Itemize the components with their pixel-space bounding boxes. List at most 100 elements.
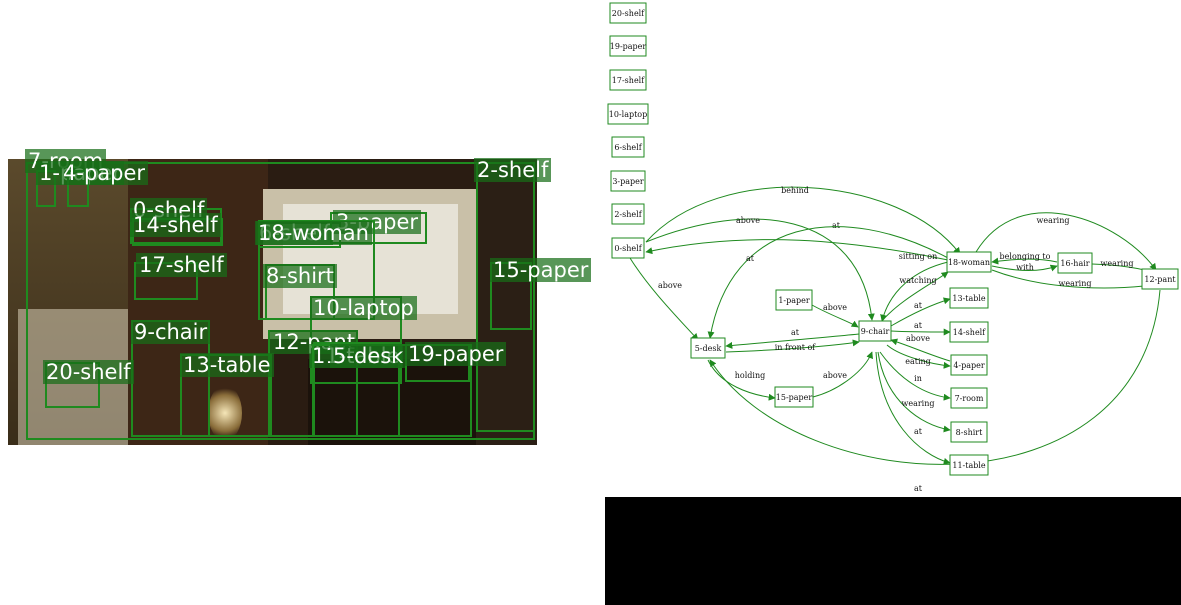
edge-18-woman-5-desk (707, 226, 949, 339)
node-label-18-woman: 18-woman (948, 258, 990, 267)
detection-label-13-table: 13-table (180, 353, 274, 377)
detection-label-9-chair: 9-chair (131, 320, 211, 344)
edge-label-4-paper-9-chair: above (906, 334, 930, 343)
node-8-shirt (950, 421, 988, 443)
edge-label-15-paper-9-chair: above (823, 371, 847, 380)
edge-18-woman-16-hair (991, 264, 1058, 272)
detection-label-2-shelf: 2-shelf (474, 158, 552, 182)
edge-15-paper-9-chair (812, 351, 873, 398)
edge-18-woman-0-shelf (645, 239, 949, 261)
node-label-1-paper: 1-paper (778, 296, 810, 305)
node-label-10-laptop: 10-laptop (609, 110, 647, 119)
node-label-5-desk: 5-desk (695, 344, 722, 353)
edge-label-1-paper-9-chair: above (823, 303, 847, 312)
edge-9-chair-14-shelf (890, 328, 951, 336)
edge-9-chair-5-desk (725, 333, 860, 349)
node-1-paper (775, 289, 813, 311)
node-15-paper (774, 386, 814, 408)
node-label-17-shelf: 17-shelf (612, 76, 645, 85)
edge-label-18-woman-5-desk: at (746, 254, 755, 263)
detection-label-8-shirt: 8-shirt (263, 264, 337, 288)
node-4-paper (950, 354, 988, 376)
edge-label-9-chair-4-paper: eating (905, 357, 931, 366)
node-5-desk (690, 337, 726, 359)
edge-label-5-desk-15-paper: holding (735, 371, 765, 380)
node-label-14-shelf: 14-shelf (953, 328, 986, 337)
edge-16-hair-18-woman (991, 257, 1058, 265)
node-9-chair (858, 320, 892, 342)
edge-4-paper-9-chair (890, 338, 951, 362)
node-12-pant (1141, 268, 1179, 290)
edge-0-shelf-9-chair (645, 218, 875, 321)
node-label-11-table: 11-table (952, 461, 986, 470)
edge-label-9-chair-18-woman: watching (899, 276, 936, 285)
lamp-glow (208, 385, 242, 441)
node-label-3-paper: 3-paper (612, 177, 644, 186)
edge-label-9-chair-13-table: at (914, 301, 923, 310)
detection-label-10-laptop: 10-laptop (310, 296, 417, 320)
edge-label-5-desk-9-chair: in front of (775, 343, 817, 352)
node-label-20-shelf: 20-shelf (612, 9, 645, 18)
edge-label-18-woman-12-pant: wearing (1036, 216, 1069, 225)
node-20-shelf (609, 2, 647, 24)
edge-5-desk-9-chair (725, 339, 860, 353)
node-label-9-chair: 9-chair (861, 327, 890, 336)
edge-0-shelf-18-woman (645, 186, 961, 255)
edge-label-9-chair-11-table: at (914, 427, 923, 436)
node-2-shelf (611, 203, 645, 225)
node-label-16-hair: 16-hair (1060, 259, 1089, 268)
detection-label-4-paper: 4-paper (60, 161, 149, 185)
edge-9-chair-18-woman (881, 271, 949, 322)
node-18-woman (946, 251, 992, 273)
edge-label-18-woman-12-pant: wearing (1058, 279, 1091, 288)
edge-label-0-shelf-9-chair: above (736, 216, 760, 225)
node-label-6-shelf: 6-shelf (614, 143, 642, 152)
edge-label-18-woman-0-shelf: at (832, 221, 841, 230)
node-14-shelf (949, 321, 989, 343)
node-0-shelf (611, 237, 645, 259)
edge-label-0-shelf-5-desk: above (658, 281, 682, 290)
node-label-7-room: 7-room (955, 394, 984, 403)
edge-9-chair-8-shirt (877, 351, 951, 433)
node-label-12-pant: 12-pant (1144, 275, 1176, 284)
edge-12-pant-5-desk (709, 289, 1161, 465)
node-label-19-paper: 19-paper (610, 42, 647, 51)
edge-label-9-chair-7-room: in (914, 374, 922, 383)
detection-label-17-shelf: 17-shelf (136, 253, 227, 277)
edge-label-16-hair-12-pant: wearing (1100, 259, 1133, 268)
edge-label-18-woman-9-chair: sitting on (899, 252, 937, 261)
node-label-4-paper: 4-paper (953, 361, 985, 370)
node-label-0-shelf: 0-shelf (614, 244, 642, 253)
edge-label-9-chair-5-desk: at (791, 328, 800, 337)
edge-label-0-shelf-18-woman: behind (781, 186, 809, 195)
node-3-paper (610, 170, 646, 192)
edge-9-chair-4-paper (886, 344, 951, 369)
detection-label-14-shelf: 14-shelf (130, 213, 221, 237)
detection-label-15-paper: 15-paper (490, 258, 592, 282)
edge-0-shelf-5-desk (629, 257, 699, 341)
edge-label-12-pant-5-desk: at (914, 484, 923, 493)
edge-9-chair-13-table (890, 297, 951, 327)
detection-label-5-desk: 5-desk (330, 344, 407, 368)
detection-label-20-shelf: 20-shelf (43, 360, 134, 384)
edge-label-18-woman-16-hair: with (1016, 263, 1034, 272)
node-11-table (949, 454, 989, 476)
node-10-laptop (607, 103, 649, 125)
edge-18-woman-12-pant (975, 212, 1157, 271)
node-13-table (949, 287, 989, 309)
edge-9-chair-7-room (879, 351, 951, 401)
desk-surface (308, 359, 478, 445)
node-label-8-shirt: 8-shirt (956, 428, 983, 437)
node-6-shelf (611, 136, 645, 158)
right-shelf (476, 159, 537, 445)
node-19-paper (609, 35, 647, 57)
edge-label-9-chair-8-shirt: wearing (901, 399, 934, 408)
node-label-2-shelf: 2-shelf (614, 210, 642, 219)
edge-1-paper-9-chair (811, 304, 859, 328)
node-7-room (950, 387, 988, 409)
node-label-15-paper: 15-paper (776, 393, 813, 402)
edge-label-9-chair-14-shelf: at (914, 321, 923, 330)
edge-18-woman-9-chair (880, 261, 949, 322)
black-panel (605, 497, 1181, 605)
